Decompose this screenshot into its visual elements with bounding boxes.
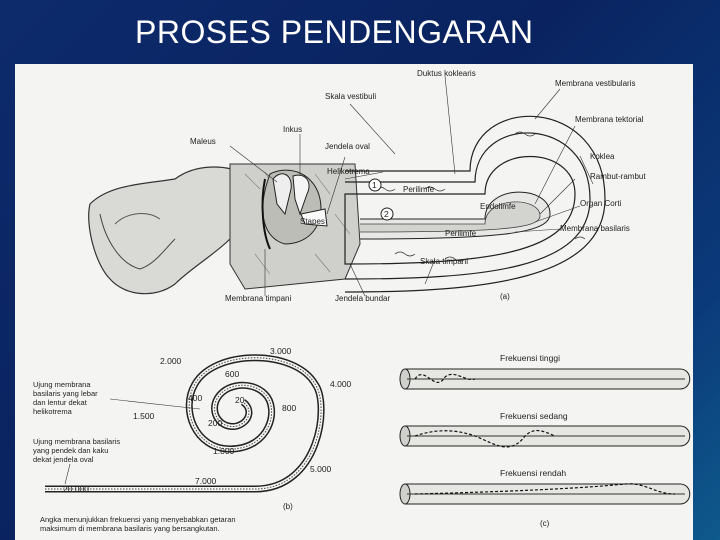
freq-1500: 1.500 [133, 411, 155, 421]
label-skala-vestibuli: Skala vestibuli [325, 92, 376, 101]
freq-3000: 3.000 [270, 346, 292, 356]
panel-b-caption-line1: Angka menunjukkan frekuensi yang menyeba… [40, 515, 236, 524]
label-maleus: Maleus [190, 137, 216, 146]
outer-ear-shape [88, 166, 246, 295]
panel-c-label: (c) [540, 519, 550, 528]
label-jendela-oval: Jendela oval [325, 142, 370, 151]
panel-a-label: (a) [500, 292, 510, 301]
marker-2 [380, 207, 394, 221]
label-freq-medium: Frekuensi sedang [500, 411, 568, 421]
tympanic-membrane [261, 178, 271, 250]
label-membrana-vestibularis: Membrana vestibularis [555, 79, 635, 88]
label-endolimfe: Endolimfe [480, 202, 516, 211]
ear-canal-fold [99, 213, 176, 270]
malleus-bone [272, 173, 292, 216]
label-jendela-bundar: Jendela bundar [335, 294, 390, 303]
freq-1000: 1.000 [213, 446, 235, 456]
cochlea-outer-wall [344, 132, 591, 280]
label-koklea: Koklea [590, 152, 615, 161]
freq-400: 400 [188, 393, 202, 403]
label-membrana-timpani: Membrana timpani [225, 294, 291, 303]
freq-20000: 20.000 [63, 484, 89, 494]
slide-title: PROSES PENDENGARAN [135, 14, 534, 50]
label-rambut-rambut: Rambut-rambut [590, 172, 646, 181]
ear-anatomy-figure: 1 2 Duktus koklearis Skala vestibuli Mem… [15, 64, 693, 540]
marker-2-text: 2 [384, 209, 389, 219]
panel-b-label: (b) [283, 502, 293, 511]
freq-2000: 2.000 [160, 356, 182, 366]
label-inkus: Inkus [283, 125, 302, 134]
note-narrow-end: Ujung membrana basilaris yang pendek dan… [33, 437, 122, 464]
freq-200: 200 [208, 418, 222, 428]
label-membrana-tektorial: Membrana tektorial [575, 115, 644, 124]
label-duktus-koklearis: Duktus koklearis [417, 69, 476, 78]
freq-600: 600 [225, 369, 239, 379]
label-organ-corti: Organ Corti [580, 199, 622, 208]
frequency-tubes: Frekuensi tinggi Frekuensi sedang Frekue… [399, 353, 691, 528]
freq-4000: 4.000 [330, 379, 352, 389]
tube-medium [399, 425, 691, 448]
label-membrana-basilaris: Membrana basilaris [560, 224, 630, 233]
panel-b-caption-line2: maksimum di membrana basilaris yang bers… [40, 524, 220, 533]
label-helikotrema: Helikotrema [327, 167, 370, 176]
marker-1 [368, 178, 382, 192]
stapes-bone [300, 208, 328, 227]
label-perilimfe-bottom: Perilimfe [445, 229, 477, 238]
basilar-membrane-spiral: 3.000 2.000 600 4.000 400 20 800 1.500 2… [33, 346, 352, 533]
figure-canvas: 1 2 Duktus koklearis Skala vestibuli Mem… [33, 69, 691, 533]
note-wide-end: Ujung membrana basilaris yang lebar dan … [33, 380, 100, 416]
label-freq-high: Frekuensi tinggi [500, 353, 560, 363]
tube-low [399, 483, 691, 505]
incus-bone [292, 174, 310, 216]
tube-high [399, 368, 691, 390]
freq-20: 20 [235, 395, 245, 405]
marker-1-text: 1 [372, 180, 377, 190]
label-perilimfe-top: Perilimfe [403, 185, 435, 194]
label-stapes: Stapes [300, 217, 325, 226]
ear-cross-section: 1 2 Duktus koklearis Skala vestibuli Mem… [88, 69, 646, 303]
freq-7000: 7.000 [195, 476, 217, 486]
label-skala-timpani: Skala timpani [420, 257, 468, 266]
label-freq-low: Frekuensi rendah [500, 468, 566, 478]
freq-800: 800 [282, 403, 296, 413]
freq-5000: 5.000 [310, 464, 332, 474]
spiral-outer [45, 354, 325, 493]
